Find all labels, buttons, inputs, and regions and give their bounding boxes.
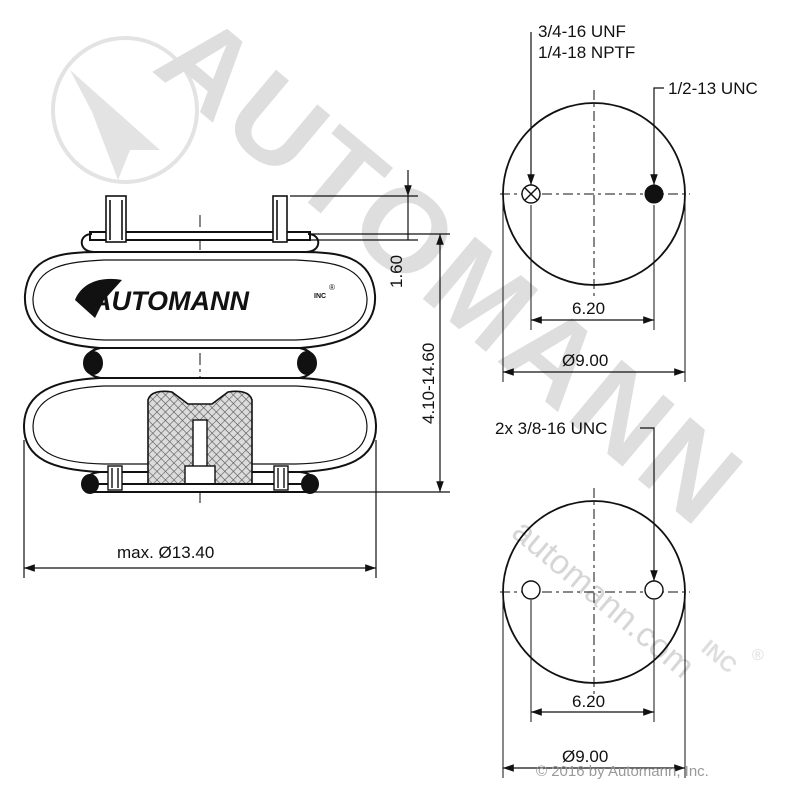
- bottom-bolt-hole-right: [644, 580, 664, 600]
- upper-bellow-inner: [32, 259, 368, 341]
- dim-1-60-label: 1.60: [387, 255, 406, 288]
- bumper-core: [192, 419, 208, 471]
- bottom-plate-dia-label: Ø9.00: [562, 747, 608, 766]
- bottom-bolt-hole-left: [521, 580, 541, 600]
- top-stud-left: [105, 195, 127, 243]
- logo-arrow-icon: [75, 278, 122, 318]
- top-port-thread-label: 3/4-16 UNF: [538, 22, 626, 41]
- logo-registered: ®: [329, 283, 335, 292]
- dim-height-range-label: 4.10-14.60: [419, 343, 438, 424]
- top-port-pipe-label: 1/4-18 NPTF: [538, 43, 635, 62]
- watermark-logo-icon: [70, 70, 160, 180]
- copyright: © 2016 by Automann, Inc.: [536, 763, 709, 780]
- bottom-bolt-right: [273, 465, 289, 491]
- top-plate-view: [500, 32, 690, 382]
- top-stud-hole: [644, 184, 664, 204]
- watermark-inc: INC: [697, 635, 742, 679]
- bottom-bolt-left: [107, 465, 123, 491]
- lower-bellow-inner: [32, 385, 368, 465]
- girdle-ring: [83, 346, 317, 380]
- air-spring-side-view: [22, 195, 378, 505]
- bottom-bolt-spacing-label: 6.20: [572, 692, 605, 711]
- air-fitting-port: [521, 184, 541, 204]
- top-bead-plate: [89, 231, 311, 241]
- automann-logo: AUTOMANN INC ®: [75, 278, 335, 318]
- bottom-bolts-label: 2x 3/8-16 UNC: [495, 419, 607, 438]
- top-plate-dia-label: Ø9.00: [562, 351, 608, 370]
- logo-text: AUTOMANN: [91, 286, 249, 316]
- top-stud-right: [272, 195, 288, 243]
- top-stud-label: 1/2-13 UNC: [668, 79, 758, 98]
- watermark-logo-circle: [51, 36, 199, 184]
- top-bolt-spacing-label: 6.20: [572, 299, 605, 318]
- bottom-plate-view: [500, 427, 690, 778]
- logo-inc: INC: [314, 293, 326, 300]
- side-dimensions: [23, 170, 450, 578]
- dim-max-dia-label: max. Ø13.40: [117, 543, 214, 562]
- watermark-registered: ®: [752, 647, 764, 664]
